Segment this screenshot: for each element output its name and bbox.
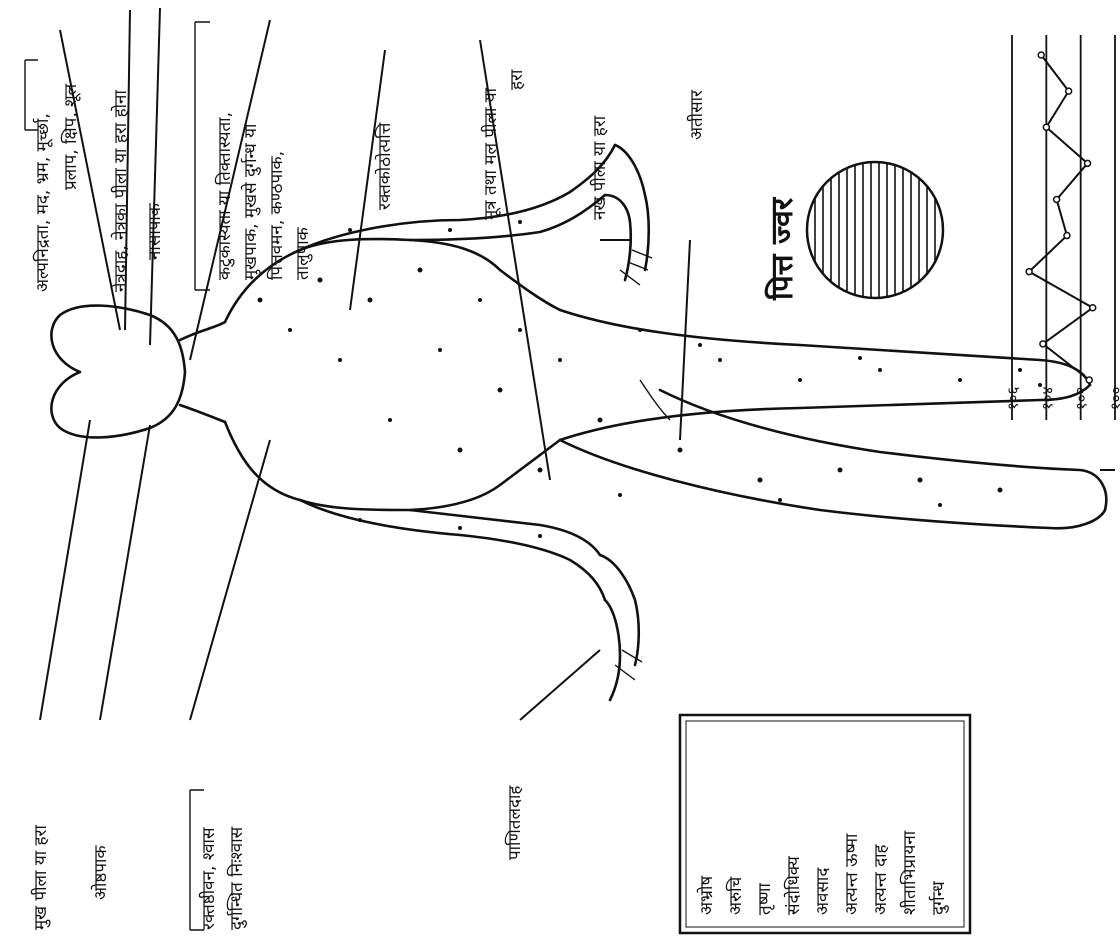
data-point xyxy=(1040,341,1046,347)
label-bleeding-2: दुर्गन्धित निःश्वास xyxy=(226,826,247,930)
label-raktakoth: रक्तकोठोत्पत्ति xyxy=(374,122,395,210)
label-palm: पाणितलदाह xyxy=(504,785,525,860)
symptom-item: तृष्णा xyxy=(755,883,775,915)
data-point xyxy=(1064,233,1070,239)
symptom-item: संदोधिक्य xyxy=(783,855,804,915)
label-atisar: अतीसार xyxy=(686,89,707,140)
label-mutra-2: हरा xyxy=(507,69,527,90)
data-point xyxy=(1090,305,1096,311)
label-head-symptoms-1: अल्पनिद्रता, मद, भ्रम, मूर्च्छा, xyxy=(32,113,53,292)
label-eyes: नेत्रदाह, नेत्रका पीला या हरा होना xyxy=(110,90,131,292)
label-mouth-3: पित्तवमन, कण्ठपाक, xyxy=(266,151,287,280)
label-mouth-2: मुखपाक, मुखसे दुर्गन्ध या xyxy=(240,123,261,280)
tick-label: १०४ xyxy=(1038,386,1056,410)
symptom-item: अभ्रोष xyxy=(696,875,717,915)
data-point xyxy=(1086,377,1092,383)
label-nakh: नख पीला या हरा xyxy=(589,115,610,220)
data-point xyxy=(1043,124,1049,130)
label-mukh-pila: मुख पीला या हरा xyxy=(30,824,51,930)
label-oshthapaka: ओष्ठपाक xyxy=(90,845,111,900)
label-head-symptoms-2: प्रलाप, क्षिप, शूल xyxy=(60,83,81,190)
label-bleeding-1: रक्तष्ठीवन, श्वास xyxy=(198,827,219,930)
data-point xyxy=(1026,269,1032,275)
temperature-series-line xyxy=(1029,55,1093,380)
symptom-item: शीताभिप्रायना xyxy=(899,830,920,915)
symptom-box: अभ्रोष अरुचि तृष्णा संदोधिक्य अवसाद अत्यन्त ऊ… xyxy=(680,715,970,933)
symptom-item: अरुचि xyxy=(725,875,746,915)
data-point xyxy=(1085,160,1091,166)
symptom-item: अत्यन्त दाह xyxy=(871,843,891,915)
bracket-mouth-symptoms xyxy=(195,22,210,290)
hatched-circle xyxy=(807,150,943,310)
symptom-list: अभ्रोष अरुचि तृष्णा संदोधिक्य अवसाद अत्यन्त ऊ… xyxy=(696,830,949,915)
data-point xyxy=(1054,196,1060,202)
tick-label: १०६ xyxy=(1004,386,1022,410)
symptom-item: दुर्गन्ध xyxy=(928,881,949,915)
diagram-title: पित्त ज्वर xyxy=(764,196,800,301)
tick-label: १०२ xyxy=(1073,387,1091,410)
data-point xyxy=(1066,88,1072,94)
symptom-item: अत्यन्त ऊष्मा xyxy=(842,833,862,915)
tick-label: १०० xyxy=(1107,387,1120,410)
label-nasapaka: नासापाक xyxy=(145,202,165,260)
label-mutra-1: मूत्र तथा मल पीला या xyxy=(480,87,501,220)
human-figure xyxy=(51,145,1106,700)
label-mouth-1: कटुकास्यता या तिक्तास्यता, xyxy=(214,112,235,280)
rotated-labels: अल्पनिद्रता, मद, भ्रम, मूर्च्छा, प्रलाप,… xyxy=(30,69,800,930)
body-spots xyxy=(258,220,1043,538)
symptom-item: अवसाद xyxy=(813,867,833,915)
temperature-grid xyxy=(1012,35,1115,420)
leader-lines xyxy=(40,8,1115,720)
data-point xyxy=(1038,52,1044,58)
label-mouth-4: तालुपाक xyxy=(293,226,313,280)
